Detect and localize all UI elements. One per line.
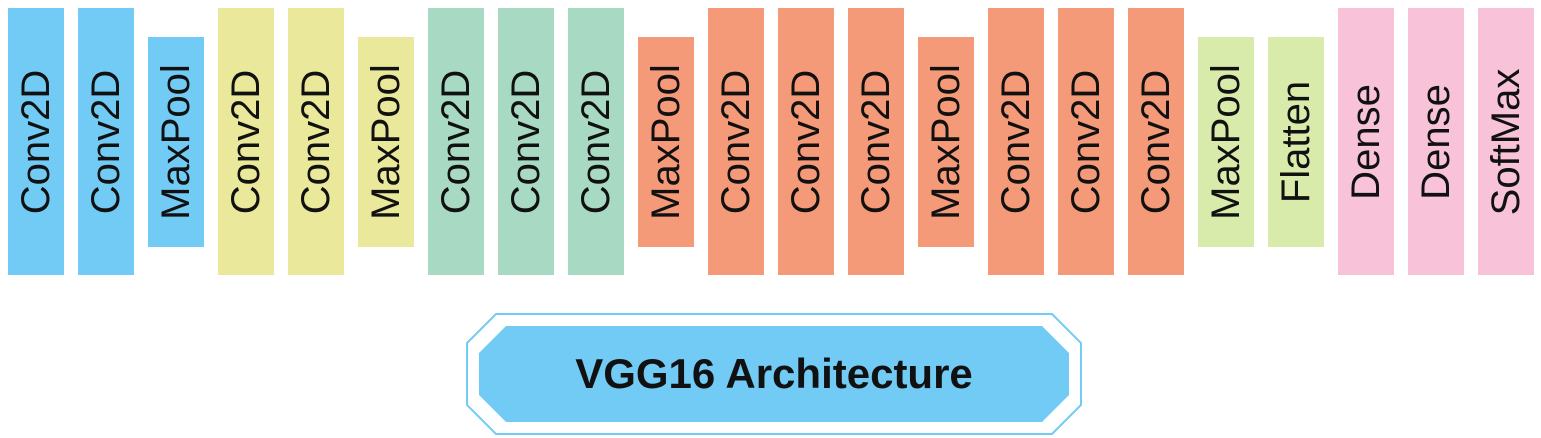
layer-label: Conv2D [224,69,268,214]
layer-block-5: Conv2D [288,8,344,275]
title-badge-outer-border [466,313,1082,435]
layer-block-17: Conv2D [1128,8,1184,275]
layer-label: Dense [1344,83,1388,200]
layer-label: Conv2D [84,69,128,214]
layer-block-8: Conv2D [498,8,554,275]
title-badge-shape [466,313,1082,435]
layer-block-2: Conv2D [78,8,134,275]
layer-block-19: Flatten [1268,37,1324,247]
layer-label: MaxPool [1204,64,1248,220]
layer-block-12: Conv2D [778,8,834,275]
layer-label: SoftMax [1484,68,1528,215]
layer-stack: Conv2D Conv2D MaxPool Conv2D Conv2D MaxPool Co… [8,8,1534,275]
layer-label: Conv2D [504,69,548,214]
layer-block-10: MaxPool [638,37,694,247]
layer-label: MaxPool [644,64,688,220]
layer-block-16: Conv2D [1058,8,1114,275]
layer-label: Conv2D [14,69,58,214]
layer-block-13: Conv2D [848,8,904,275]
layer-label: Conv2D [784,69,828,214]
layer-block-20: Dense [1338,8,1394,275]
layer-label: Flatten [1274,80,1318,204]
layer-label: Conv2D [574,69,618,214]
layer-block-21: Dense [1408,8,1464,275]
layer-label: MaxPool [364,64,408,220]
layer-label: Conv2D [434,69,478,214]
layer-block-22: SoftMax [1478,8,1534,275]
title-badge: VGG16 Architecture [466,313,1082,435]
layer-label: MaxPool [924,64,968,220]
layer-label: Conv2D [854,69,898,214]
layer-label: Conv2D [714,69,758,214]
layer-block-18: MaxPool [1198,37,1254,247]
layer-block-14: MaxPool [918,37,974,247]
layer-block-15: Conv2D [988,8,1044,275]
layer-block-1: Conv2D [8,8,64,275]
layer-block-4: Conv2D [218,8,274,275]
layer-block-3: MaxPool [148,37,204,247]
layer-block-6: MaxPool [358,37,414,247]
diagram-title: VGG16 Architecture [575,350,973,397]
layer-label: Conv2D [1064,69,1108,214]
layer-label: Conv2D [994,69,1038,214]
layer-block-7: Conv2D [428,8,484,275]
layer-label: Conv2D [294,69,338,214]
layer-label: MaxPool [154,64,198,220]
layer-block-9: Conv2D [568,8,624,275]
title-badge-fill [479,326,1069,422]
layer-block-11: Conv2D [708,8,764,275]
layer-label: Dense [1414,83,1458,200]
layer-label: Conv2D [1134,69,1178,214]
